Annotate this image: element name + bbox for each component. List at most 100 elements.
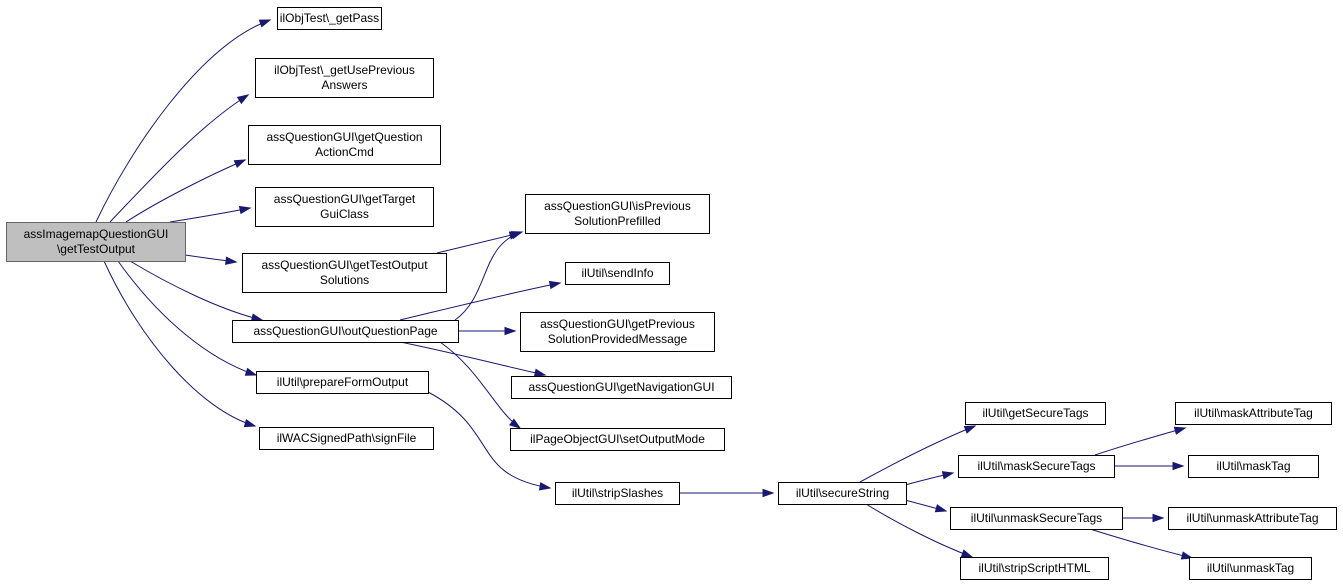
nodes-layer: assImagemapQuestionGUI\getTestOutput ilOb… <box>6 7 1337 580</box>
node-box[interactable] <box>255 58 434 98</box>
node-label: ilUtil\secureString <box>796 486 889 500</box>
node-box[interactable] <box>960 557 1109 580</box>
edges-layer <box>95 19 1194 560</box>
arrow-head-icon <box>1152 513 1165 523</box>
edge-line <box>1089 528 1193 559</box>
node-label: assQuestionGUI\outQuestionPage <box>253 324 437 338</box>
node-label: GuiClass <box>320 207 369 221</box>
node-sendInfo[interactable]: ilUtil\sendInfo <box>565 262 670 285</box>
arrow-head-icon <box>243 419 257 428</box>
node-label: ilUtil\maskAttributeTag <box>1194 406 1313 420</box>
edge-secureString-to-maskSecure <box>904 471 955 486</box>
node-box[interactable] <box>565 262 670 285</box>
arrow-head-icon <box>963 425 977 434</box>
node-label: ilUtil\unmaskSecureTags <box>971 511 1102 525</box>
edge-line <box>436 232 521 254</box>
edge-root-to-getQAC <box>125 159 247 223</box>
node-label: ilUtil\maskTag <box>1216 459 1290 473</box>
edge-secureString-to-unmaskSecure <box>904 499 948 513</box>
edge-secureString-to-stripScript <box>865 503 974 558</box>
node-box[interactable] <box>248 125 441 165</box>
node-label: ilUtil\getSecureTags <box>982 406 1088 420</box>
node-box[interactable] <box>256 371 429 394</box>
arrow-head-icon <box>1172 461 1185 471</box>
node-setOutput[interactable]: ilPageObjectGUI\setOutputMode <box>510 428 725 451</box>
arrow-head-icon <box>225 256 238 265</box>
node-box[interactable] <box>1168 507 1337 530</box>
node-stripSlashes[interactable]: ilUtil\stripSlashes <box>555 482 680 505</box>
node-label: ilUtil\maskSecureTags <box>977 459 1095 473</box>
node-box[interactable] <box>1175 402 1332 425</box>
node-box[interactable] <box>510 428 725 451</box>
edge-line <box>95 19 271 223</box>
node-box[interactable] <box>255 187 434 227</box>
arrow-head-icon <box>238 205 252 215</box>
node-box[interactable] <box>1189 557 1312 580</box>
node-box[interactable] <box>242 253 447 293</box>
edge-line <box>427 391 551 489</box>
node-box[interactable] <box>277 7 382 30</box>
node-prepForm[interactable]: ilUtil\prepareFormOutput <box>256 371 429 394</box>
node-root[interactable]: assImagemapQuestionGUI\getTestOutput <box>6 222 186 262</box>
edge-line <box>169 207 251 223</box>
edge-line <box>399 282 561 321</box>
edge-outQP-to-isPrevSol <box>454 231 524 321</box>
node-box[interactable] <box>555 482 680 505</box>
arrow-head-icon <box>504 326 517 336</box>
node-box[interactable] <box>511 376 732 399</box>
node-getPass[interactable]: ilObjTest\_getPass <box>277 7 382 30</box>
node-box[interactable] <box>965 402 1106 425</box>
node-box[interactable] <box>232 320 459 343</box>
edge-root-to-getUsePrev <box>109 94 250 223</box>
node-unmaskTag[interactable]: ilUtil\unmaskTag <box>1189 557 1312 580</box>
edge-root-to-getTarget <box>169 205 252 223</box>
node-maskTag[interactable]: ilUtil\maskTag <box>1188 455 1319 478</box>
edge-unmaskSecure-to-unmaskTag <box>1089 528 1194 560</box>
node-secureString[interactable]: ilUtil\secureString <box>778 482 907 505</box>
arrow-head-icon <box>236 94 250 105</box>
node-unmaskAttr[interactable]: ilUtil\unmaskAttributeTag <box>1168 507 1337 530</box>
node-outQP[interactable]: assQuestionGUI\outQuestionPage <box>232 320 459 343</box>
edge-line <box>125 159 246 223</box>
node-maskSecure[interactable]: ilUtil\maskSecureTags <box>958 455 1115 478</box>
node-getPrevSol[interactable]: assQuestionGUI\getPreviousSolutionProvid… <box>520 312 715 352</box>
node-box[interactable] <box>525 194 710 234</box>
edge-secureString-to-getSecureTags <box>859 425 977 483</box>
node-box[interactable] <box>950 507 1123 530</box>
node-label: assQuestionGUI\getTarget <box>274 192 416 206</box>
edge-line <box>1094 427 1186 456</box>
node-maskAttr[interactable]: ilUtil\maskAttributeTag <box>1175 402 1332 425</box>
arrow-head-icon <box>960 549 974 558</box>
node-unmaskSecure[interactable]: ilUtil\unmaskSecureTags <box>950 507 1123 530</box>
edge-line <box>399 341 546 376</box>
node-label: assQuestionGUI\isPrevious <box>544 199 691 213</box>
node-box[interactable] <box>1188 455 1319 478</box>
node-getNav[interactable]: assQuestionGUI\getNavigationGUI <box>511 376 732 399</box>
node-label: ActionCmd <box>315 145 374 159</box>
node-box[interactable] <box>6 222 186 262</box>
node-stripScript[interactable]: ilUtil\stripScriptHTML <box>960 557 1109 580</box>
node-label: SolutionProvidedMessage <box>548 332 688 346</box>
node-label: ilWACSignedPath\signFile <box>277 431 417 445</box>
arrow-head-icon <box>538 482 552 491</box>
arrow-head-icon <box>244 367 258 376</box>
node-label: ilUtil\stripScriptHTML <box>978 561 1090 575</box>
edge-outQP-to-getPrevSol <box>458 326 517 336</box>
node-box[interactable] <box>259 427 434 450</box>
node-isPrevSol[interactable]: assQuestionGUI\isPreviousSolutionPrefill… <box>525 194 710 234</box>
node-label: ilObjTest\_getPass <box>280 11 379 25</box>
node-getSecureTags[interactable]: ilUtil\getSecureTags <box>965 402 1106 425</box>
node-label: SolutionPrefilled <box>574 214 661 228</box>
node-box[interactable] <box>958 455 1115 478</box>
node-signFile[interactable]: ilWACSignedPath\signFile <box>259 427 434 450</box>
node-box[interactable] <box>778 482 907 505</box>
node-label: assImagemapQuestionGUI <box>24 227 169 241</box>
arrow-head-icon <box>509 418 522 429</box>
edge-line <box>109 94 249 223</box>
node-box[interactable] <box>520 312 715 352</box>
